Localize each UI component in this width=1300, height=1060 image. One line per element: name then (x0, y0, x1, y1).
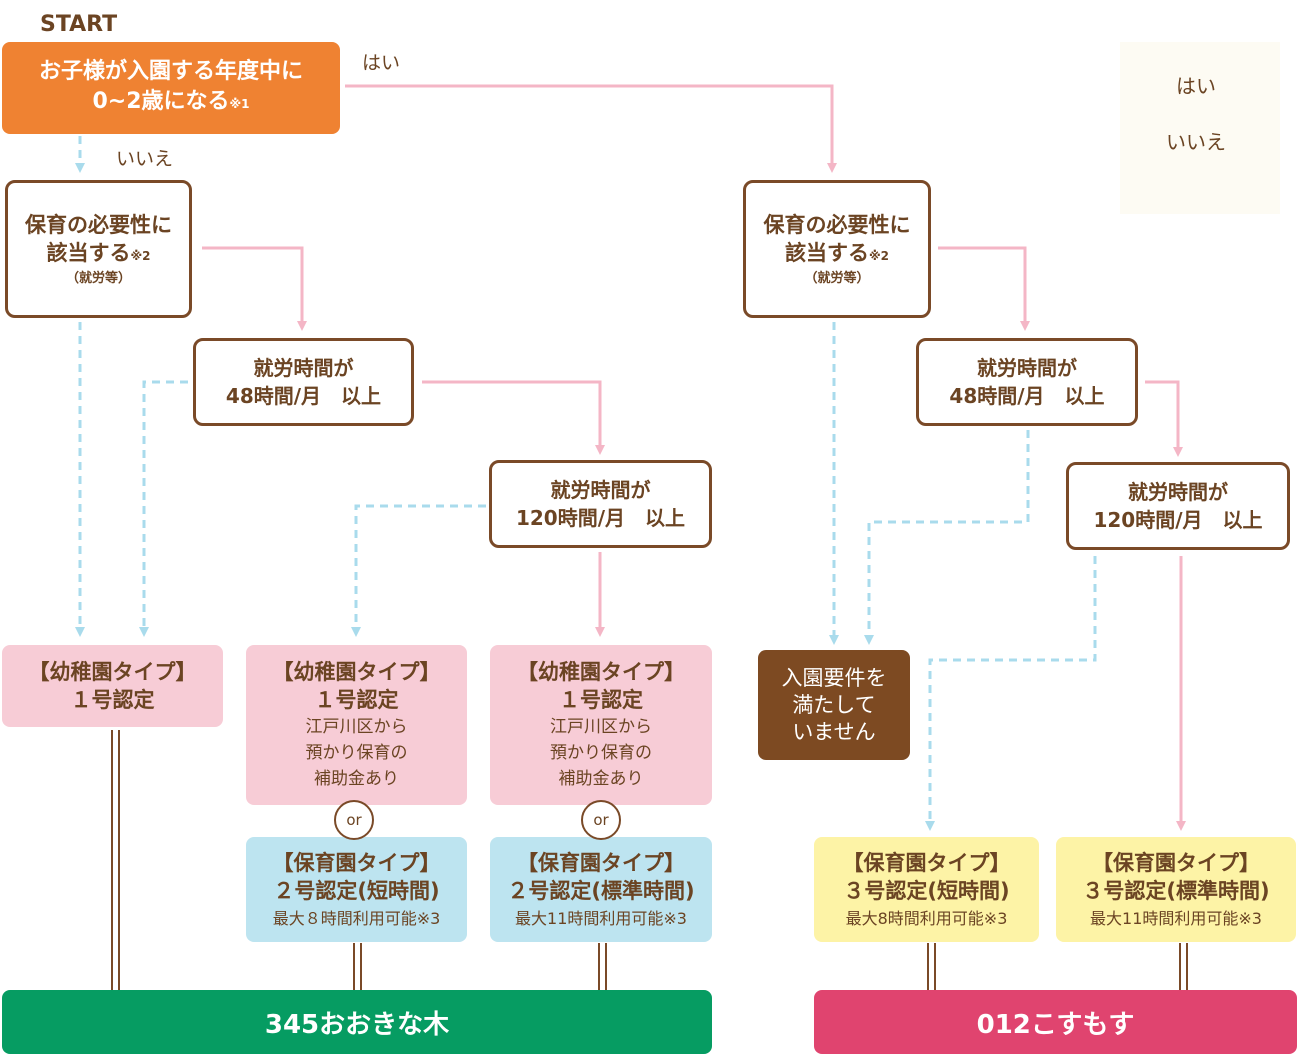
or-circle-left: or (334, 800, 374, 840)
kinder-b-type: 【幼稚園タイプ】 (272, 660, 441, 684)
yes-arrow-left-need (202, 246, 307, 331)
yes-arrow-start (345, 84, 837, 173)
not-fit-line1: 入園要件を (781, 665, 887, 690)
left-need-note: ※2 (130, 248, 151, 263)
connector-nursery-short (353, 943, 362, 990)
connector-kinder-a (111, 730, 120, 990)
or-circle-right: or (581, 800, 621, 840)
left-need-question: 保育の必要性に 該当する※2 （就労等） (5, 180, 192, 318)
left-need-line2: 該当する (46, 240, 131, 265)
connector-nursery3-std (1179, 943, 1188, 990)
right-work48-line2: 48時間/月 以上 (949, 384, 1105, 408)
left-work48-line2: 48時間/月 以上 (225, 384, 382, 408)
nursery3-short-type: 【保育園タイプ】 (842, 850, 1011, 875)
left-work120-question: 就労時間が 120時間/月 以上 (489, 460, 712, 548)
start-line1: お子様が入園する年度中に (38, 59, 303, 84)
kinder-a-type: 【幼稚園タイプ】 (28, 660, 197, 684)
connector-nursery3-short (927, 943, 936, 990)
banner-kosumosu[interactable]: 012こすもす (814, 990, 1297, 1054)
nursery3-short-note: 最大8時間利用可能※3 (845, 908, 1008, 928)
kinder-c-sub2: 預かり保育の (550, 743, 652, 763)
yes-label: はい (362, 52, 401, 74)
no-arrow-left-48 (139, 380, 188, 637)
nursery-std-result: 【保育園タイプ】 ２号認定(標準時間) 最大11時間利用可能※3 (490, 837, 712, 942)
not-eligible-result: 入園要件を 満たして いません (758, 650, 910, 760)
right-work120-question: 就労時間が 120時間/月 以上 (1066, 462, 1290, 550)
right-need-question: 保育の必要性に 該当する※2 （就労等） (743, 180, 931, 318)
left-work120-line1: 就労時間が (550, 478, 651, 502)
nursery-short-note: 最大８時間利用可能※3 (272, 908, 441, 928)
right-work120-line1: 就労時間が (1128, 480, 1228, 504)
left-work48-line1: 就労時間が (253, 356, 354, 380)
no-arrow-right-120 (925, 556, 1097, 831)
kinder-c-sub1: 江戸川区から (550, 717, 652, 737)
nursery-short-cert: ２号認定(短時間) (273, 878, 440, 903)
nursery3-std-type: 【保育園タイプ】 (1092, 850, 1260, 875)
right-need-line2: 該当する (784, 240, 869, 265)
no-arrow-right-48 (864, 430, 1030, 645)
start-label: START (40, 12, 118, 37)
kinder-c-result: 【幼稚園タイプ】 １号認定 江戸川区から 預かり保育の 補助金あり (490, 645, 712, 805)
kinder-b-sub2: 預かり保育の (305, 743, 408, 763)
right-need-line3: （就労等） (804, 270, 870, 286)
kinder-c-sub3: 補助金あり (558, 769, 644, 789)
kinder-b-cert: １号認定 (314, 688, 399, 712)
nursery-std-cert: ２号認定(標準時間) (507, 878, 695, 903)
no-arrow-left-120 (351, 504, 486, 637)
right-work48-line1: 就労時間が (977, 356, 1077, 380)
kinder-b-result: 【幼稚園タイプ】 １号認定 江戸川区から 預かり保育の 補助金あり (246, 645, 467, 805)
right-work48-question: 就労時間が 48時間/月 以上 (916, 338, 1138, 426)
nursery-short-type: 【保育園タイプ】 (272, 850, 441, 875)
yes-arrow-right-need (938, 246, 1030, 331)
kinder-a-result: 【幼稚園タイプ】 １号認定 (2, 645, 223, 727)
nursery-short-result: 【保育園タイプ】 ２号認定(短時間) 最大８時間利用可能※3 (246, 837, 467, 942)
left-need-line1: 保育の必要性に (25, 212, 172, 237)
nursery-std-type: 【保育園タイプ】 (517, 850, 685, 875)
connector-nursery-std (598, 943, 607, 990)
left-need-line3: （就労等） (65, 270, 131, 286)
nursery3-std-result: 【保育園タイプ】 ３号認定(標準時間) 最大11時間利用可能※3 (1056, 837, 1296, 942)
left-work120-line2: 120時間/月 以上 (515, 506, 686, 530)
legend-no-label: いいえ (1166, 130, 1226, 154)
nursery3-short-cert: ３号認定(短時間) (843, 878, 1010, 903)
banner-ookinaki[interactable]: 345おおきな木 (2, 990, 712, 1054)
legend: はい いいえ (1120, 42, 1280, 214)
nursery3-std-note: 最大11時間利用可能※3 (1090, 908, 1262, 928)
nursery3-std-cert: ３号認定(標準時間) (1082, 878, 1270, 903)
kinder-b-sub3: 補助金あり (314, 769, 399, 789)
nursery-std-note: 最大11時間利用可能※3 (515, 908, 687, 928)
yes-arrow-left-48 (422, 380, 605, 455)
yes-arrow-right-48 (1145, 380, 1183, 457)
not-fit-line3: いません (792, 719, 876, 744)
no-label: いいえ (116, 148, 174, 170)
right-work120-line2: 120時間/月 以上 (1093, 508, 1263, 532)
not-fit-line2: 満たして (792, 692, 876, 717)
start-question: お子様が入園する年度中に 0~2歳になる※1 (2, 42, 340, 134)
kinder-c-cert: １号認定 (559, 688, 643, 712)
kinder-a-cert: １号認定 (70, 688, 155, 712)
right-need-note: ※2 (868, 248, 889, 263)
kinder-c-type: 【幼稚園タイプ】 (517, 660, 685, 684)
start-note: ※1 (229, 97, 250, 111)
nursery3-short-result: 【保育園タイプ】 ３号認定(短時間) 最大8時間利用可能※3 (814, 837, 1039, 942)
kinder-b-sub1: 江戸川区から (305, 717, 408, 737)
legend-yes-label: はい (1176, 74, 1216, 98)
right-need-line1: 保育の必要性に (763, 212, 911, 237)
start-line2: 0~2歳になる (92, 89, 230, 114)
left-work48-question: 就労時間が 48時間/月 以上 (193, 338, 414, 426)
